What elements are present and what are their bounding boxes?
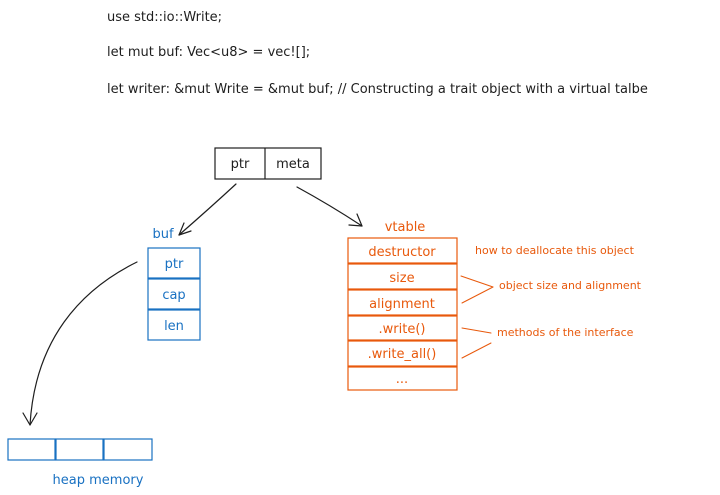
heap-cell-3 bbox=[103, 438, 153, 461]
annotation-deallocate: how to deallocate this object bbox=[475, 244, 635, 257]
buf-field-len: len bbox=[164, 319, 184, 334]
arrow-buf-to-heap bbox=[22, 261, 138, 426]
buf-field-box-len bbox=[147, 309, 201, 341]
fat-pointer: ptr meta bbox=[214, 147, 322, 180]
fat-pointer-meta: meta bbox=[276, 157, 310, 172]
annotation-methods: methods of the interface bbox=[497, 326, 634, 339]
code-line-2: let mut buf: Vec<u8> = vec![]; bbox=[107, 45, 310, 60]
annotation-line-size bbox=[460, 275, 494, 288]
vtable: destructor size alignment .write() .writ… bbox=[347, 237, 458, 391]
buf-field-box-cap bbox=[147, 278, 201, 310]
buf-label: buf bbox=[152, 227, 173, 242]
buf-field-cap: cap bbox=[162, 288, 185, 303]
vtable-entry-size: size bbox=[389, 271, 414, 286]
annotation-line-write bbox=[461, 327, 492, 334]
arrow-meta-to-vtable bbox=[296, 186, 363, 227]
annotation-lines bbox=[460, 275, 494, 359]
buf-struct: ptr cap len bbox=[147, 247, 201, 341]
heap-cell-2 bbox=[55, 438, 104, 461]
annotation-line-write-all bbox=[461, 342, 492, 359]
code-line-3: let writer: &mut Write = &mut buf; // Co… bbox=[107, 82, 648, 97]
vtable-box-write-all bbox=[347, 340, 458, 367]
arrow-ptr-to-buf bbox=[178, 183, 237, 236]
vtable-box-write bbox=[347, 315, 458, 341]
vtable-entry-destructor: destructor bbox=[368, 245, 436, 260]
buf-field-box-ptr bbox=[147, 247, 201, 279]
code-line-1: use std::io::Write; bbox=[107, 10, 222, 25]
vtable-box-destructor bbox=[347, 237, 458, 264]
heap-cell-1 bbox=[7, 438, 56, 461]
fat-pointer-frame bbox=[214, 147, 322, 180]
vtable-box-ellipsis bbox=[347, 366, 458, 391]
heap-label: heap memory bbox=[53, 473, 144, 488]
vtable-box-alignment bbox=[347, 289, 458, 316]
vtable-entry-write: .write() bbox=[379, 322, 426, 337]
vtable-box-size bbox=[347, 263, 458, 290]
buf-field-ptr: ptr bbox=[165, 257, 184, 272]
annotation-size-alignment: object size and alignment bbox=[499, 279, 642, 292]
fat-pointer-ptr: ptr bbox=[231, 157, 250, 172]
vtable-entry-write-all: .write_all() bbox=[368, 347, 437, 362]
vtable-entry-alignment: alignment bbox=[369, 297, 435, 312]
vtable-entry-ellipsis: ... bbox=[396, 372, 408, 387]
vtable-label: vtable bbox=[385, 220, 426, 235]
annotation-line-alignment bbox=[461, 286, 494, 304]
heap-memory bbox=[7, 438, 153, 461]
